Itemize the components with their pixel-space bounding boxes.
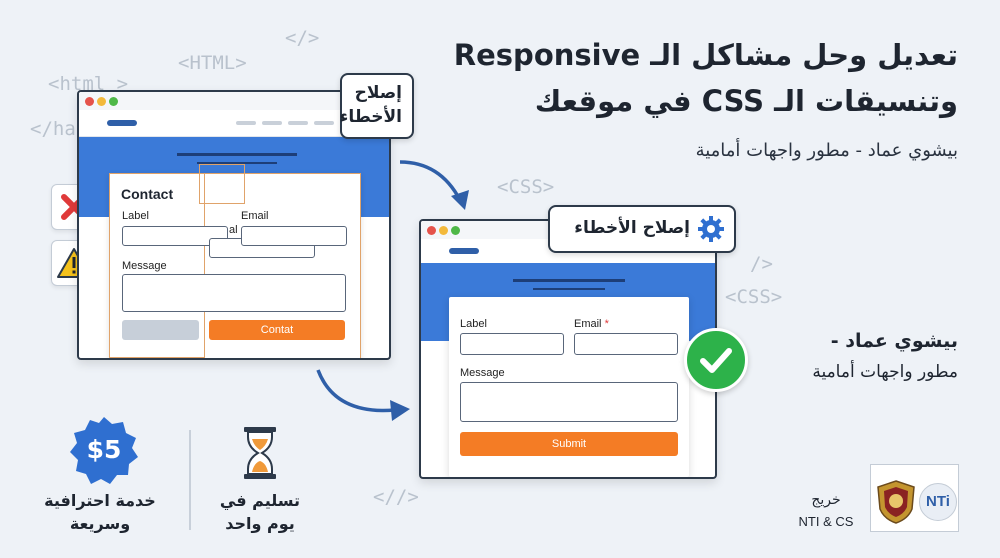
code-snippet: </ha [30, 118, 76, 140]
code-snippet: <CSS> [497, 176, 555, 198]
site-logo-icon [449, 248, 479, 254]
cs-seal-icon [877, 480, 915, 524]
logos-box: NTi [870, 464, 959, 532]
nav-link [288, 121, 308, 125]
graduate-label: خريج [811, 492, 841, 508]
delivery-line2: يوم واحد [225, 514, 295, 533]
delivery-line1: تسليم في [219, 491, 301, 510]
arrow-icon [316, 369, 410, 421]
code-snippet: /> [750, 253, 773, 275]
hourglass-icon [244, 427, 276, 479]
label-input[interactable] [460, 333, 564, 355]
debug-outline [199, 164, 245, 204]
nav-link [262, 121, 282, 125]
contact-button[interactable]: Contat [209, 320, 345, 340]
minimize-dot-icon [439, 226, 448, 235]
badge-text: إصلاح الأخطاء [574, 218, 690, 238]
author-name: بيشوي عماد - [830, 330, 958, 352]
code-snippet: <HTML> [178, 52, 247, 74]
message-field-label: Message [460, 367, 505, 379]
nav-link [314, 121, 334, 125]
overlap-text: al [229, 224, 238, 236]
code-snippet: <CSS> [725, 286, 783, 308]
hero-title-line [513, 279, 625, 282]
debug-outline [109, 173, 205, 358]
price-value: $5 [86, 435, 122, 464]
badge-line1: إصلاح [354, 83, 402, 103]
hero-subtitle-line [197, 162, 277, 164]
divider [189, 430, 191, 530]
hero-title-line [177, 153, 297, 156]
author-role: مطور واجهات أمامية [812, 362, 958, 382]
price-badge-icon: $5 [68, 415, 140, 487]
email-input[interactable] [241, 226, 347, 246]
code-snippet: </> [285, 27, 320, 49]
headline-subtitle: بيشوي عماد - مطور واجهات أمامية [695, 140, 958, 161]
email-input[interactable] [574, 333, 678, 355]
email-label-text: Email [574, 318, 602, 330]
nti-logo-text: NTi [926, 493, 950, 510]
minimize-dot-icon [97, 97, 106, 106]
badge-line2: الأخطاء [339, 107, 402, 127]
code-snippet: <html > [48, 73, 129, 95]
broken-placeholder-button [122, 320, 199, 340]
message-textarea[interactable] [122, 274, 346, 312]
site-navbar [79, 110, 389, 137]
email-field-label: Email * [574, 318, 609, 330]
maximize-dot-icon [451, 226, 460, 235]
fix-errors-badge: إصلاح الأخطاء [548, 205, 736, 253]
form-title: Contact [121, 186, 174, 202]
headline-line1: تعديل وحل مشاكل الـ Responsive [453, 38, 958, 72]
site-logo-icon [107, 120, 137, 126]
message-field-label: Message [122, 260, 167, 272]
price-line2: وسريعة [69, 514, 131, 533]
label-field-label: Label [460, 318, 487, 330]
code-snippet: <//> [373, 486, 419, 508]
required-mark: * [604, 318, 609, 330]
close-dot-icon [427, 226, 436, 235]
arrow-icon [399, 160, 469, 210]
broken-website-window: Contact Label Email al Message Contat [77, 90, 391, 360]
gear-icon [696, 214, 726, 244]
nav-link [236, 121, 256, 125]
email-field-label: Email [241, 210, 269, 222]
fix-errors-badge: إصلاح الأخطاء [340, 73, 414, 139]
label-input[interactable] [122, 226, 228, 246]
fixed-website-window: Label Email * Message Submit [419, 219, 717, 479]
message-textarea[interactable] [460, 382, 678, 422]
submit-button[interactable]: Submit [460, 432, 678, 456]
hero-subtitle-line [533, 288, 605, 290]
headline-line2: وتنسيقات الـ CSS في موقعك [534, 84, 958, 118]
price-line1: خدمة احترافية [44, 491, 156, 510]
label-field-label: Label [122, 210, 149, 222]
nti-logo-icon: NTi [919, 483, 957, 521]
close-dot-icon [85, 97, 94, 106]
maximize-dot-icon [109, 97, 118, 106]
graduate-schools: NTI & CS [798, 514, 854, 529]
checkmark-icon [684, 328, 748, 392]
